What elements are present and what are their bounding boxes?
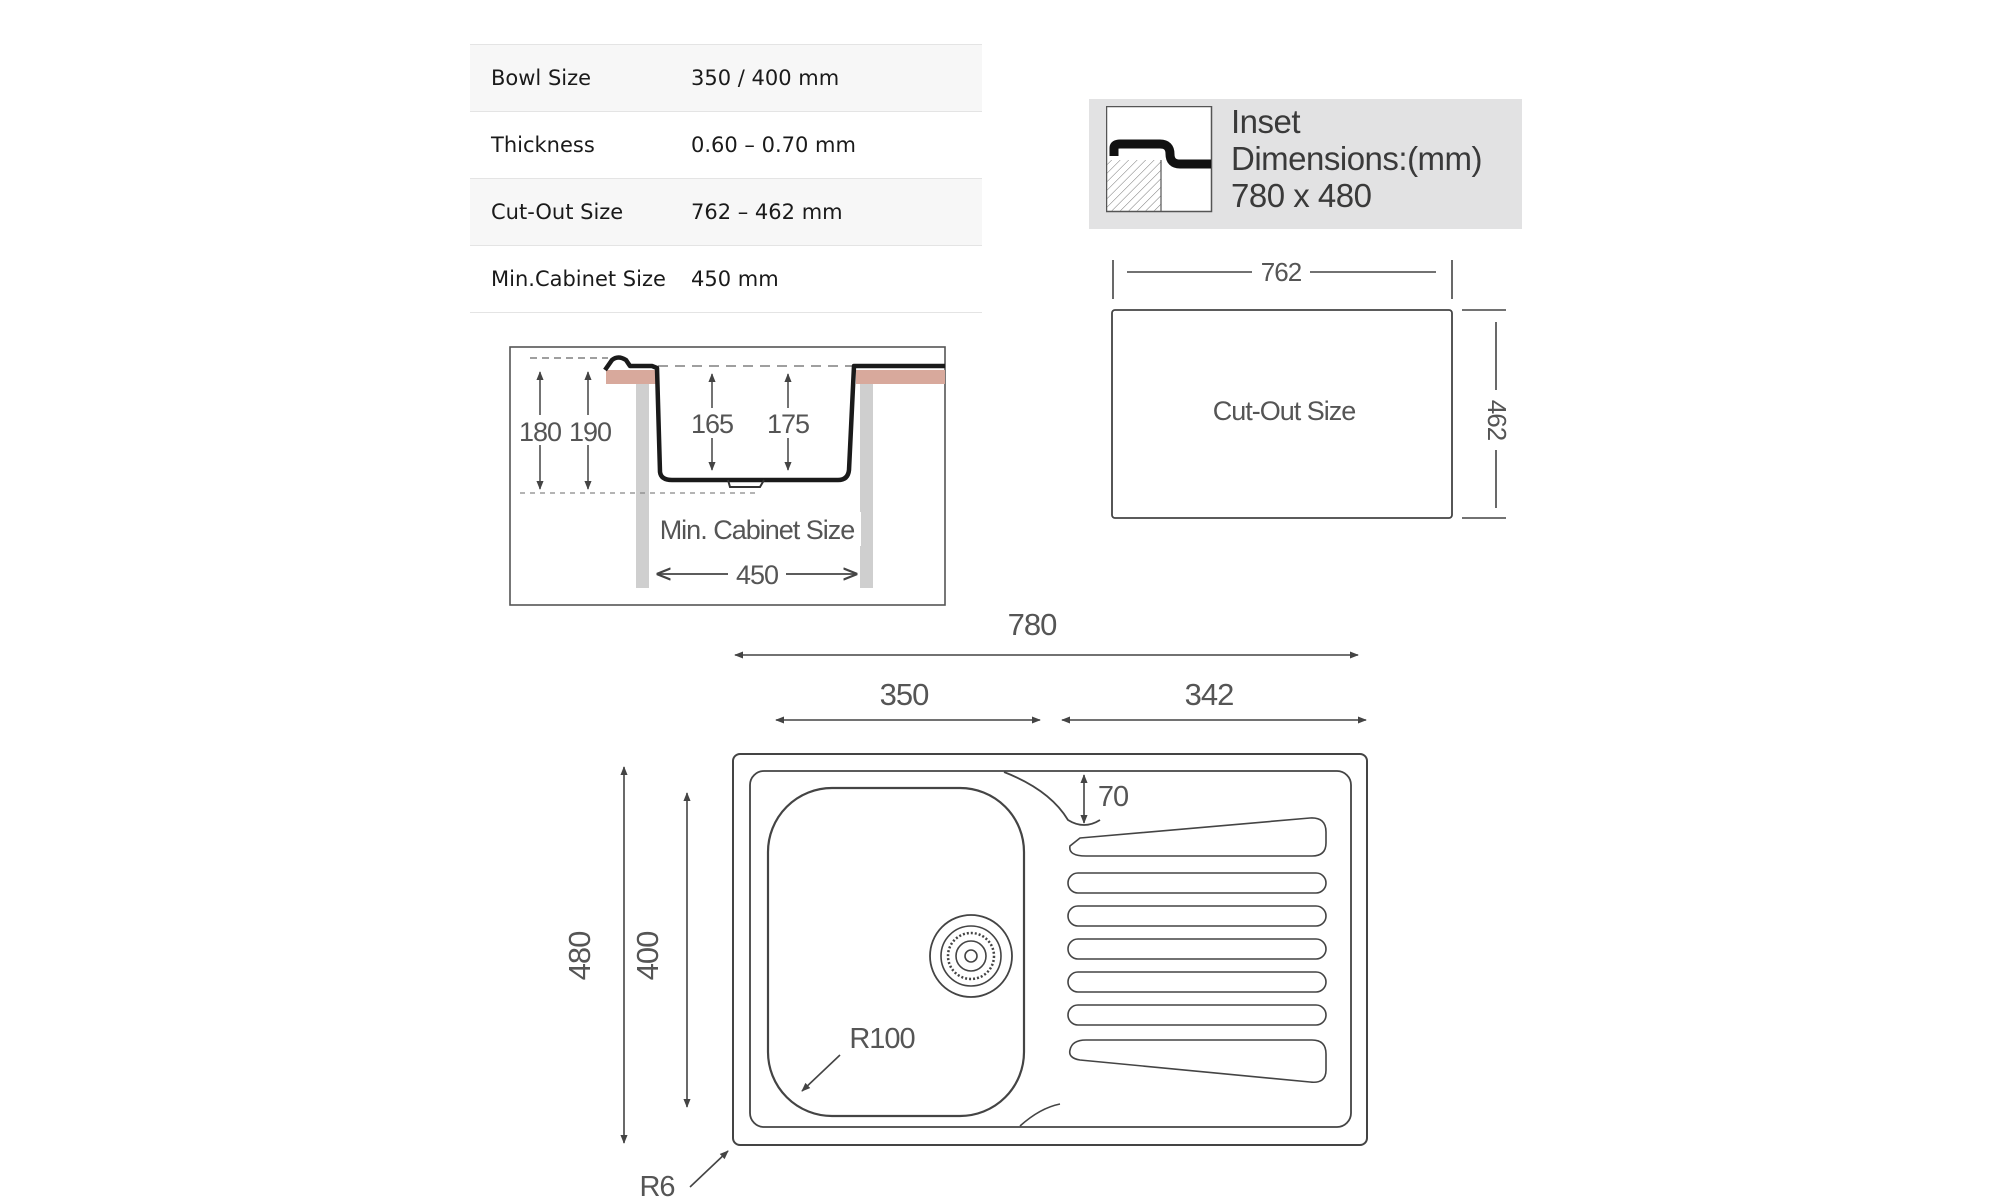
bowl-radius-label: R100 — [849, 1023, 914, 1055]
spec-label: Bowl Size — [470, 44, 691, 112]
inset-dimensions-label: Dimensions:(mm) — [1231, 140, 1483, 177]
section-frame — [509, 346, 946, 606]
drainer-groove-2 — [1067, 872, 1327, 894]
edge-offset-label: 70 — [1098, 781, 1128, 813]
inset-dimensions-value: 780 x 480 — [1231, 177, 1372, 214]
drainer-groove-3 — [1067, 905, 1327, 927]
drainer-groove-6 — [1067, 1004, 1327, 1026]
drainer-groove-5 — [1067, 971, 1327, 993]
countertop-right — [856, 370, 945, 384]
cutout-size-label: Cut-Out Size — [1213, 396, 1356, 426]
drainer-groove-7 — [1068, 1039, 1327, 1084]
spec-label: Thickness — [470, 111, 691, 179]
sink-plan-view: 780 350 342 480 400 70 — [562, 607, 1368, 1200]
sink-cross-section: 180 190 165 175 Min. Cabinet Size 450 — [509, 346, 946, 606]
overall-height-label: 480 — [562, 931, 597, 980]
corner-radius-label: R6 — [639, 1171, 674, 1200]
sink-outer-rim — [732, 753, 1368, 1146]
sink-inner-rim — [749, 770, 1352, 1128]
sink-bowl — [766, 786, 1026, 1118]
spec-value: 450 mm — [691, 245, 982, 313]
spec-value: 0.60 – 0.70 mm — [691, 111, 982, 179]
min-cabinet-size-label: Min. Cabinet Size — [660, 515, 855, 545]
inset-info-box: Inset Dimensions:(mm) 780 x 480 — [1089, 99, 1522, 229]
dim-180-label: 180 — [519, 417, 561, 447]
bowl-width-label: 350 — [880, 677, 929, 712]
cabinet-width-label: 450 — [736, 560, 778, 590]
sink-profile — [603, 355, 945, 483]
spec-value: 350 / 400 mm — [691, 44, 982, 112]
cutout-width-label: 762 — [1261, 257, 1302, 287]
spec-label: Cut-Out Size — [470, 178, 691, 246]
drain-icon — [929, 914, 1013, 998]
dim-165-label: 165 — [691, 409, 733, 439]
drainer-groove-1 — [1069, 817, 1327, 857]
drainer-width-label: 342 — [1185, 677, 1234, 712]
cabinet-side-right — [860, 372, 873, 588]
cutout-diagram: 762 Cut-Out Size 462 — [1111, 257, 1512, 519]
spec-label: Min.Cabinet Size — [470, 245, 691, 313]
dim-175-label: 175 — [767, 409, 809, 439]
spec-row-bowl-size: Bowl Size 350 / 400 mm — [470, 44, 982, 112]
cutout-rect — [1111, 309, 1453, 519]
cabinet-side-left — [636, 372, 649, 588]
spec-row-thickness: Thickness 0.60 – 0.70 mm — [470, 111, 982, 179]
cutout-height-label: 462 — [1482, 400, 1512, 441]
spec-row-min-cabinet-size: Min.Cabinet Size 450 mm — [470, 245, 982, 313]
overall-width-label: 780 — [1008, 607, 1057, 642]
inset-mount-icon — [1106, 106, 1213, 213]
dim-190-label: 190 — [569, 417, 611, 447]
bowl-height-label: 400 — [630, 931, 665, 980]
spec-table: Bowl Size 350 / 400 mm Thickness 0.60 – … — [470, 44, 982, 313]
spec-row-cutout-size: Cut-Out Size 762 – 462 mm — [470, 178, 982, 246]
countertop-left — [606, 370, 658, 384]
inset-title: Inset — [1231, 103, 1301, 140]
spec-value: 762 – 462 mm — [691, 178, 982, 246]
drainer-groove-4 — [1067, 938, 1327, 960]
